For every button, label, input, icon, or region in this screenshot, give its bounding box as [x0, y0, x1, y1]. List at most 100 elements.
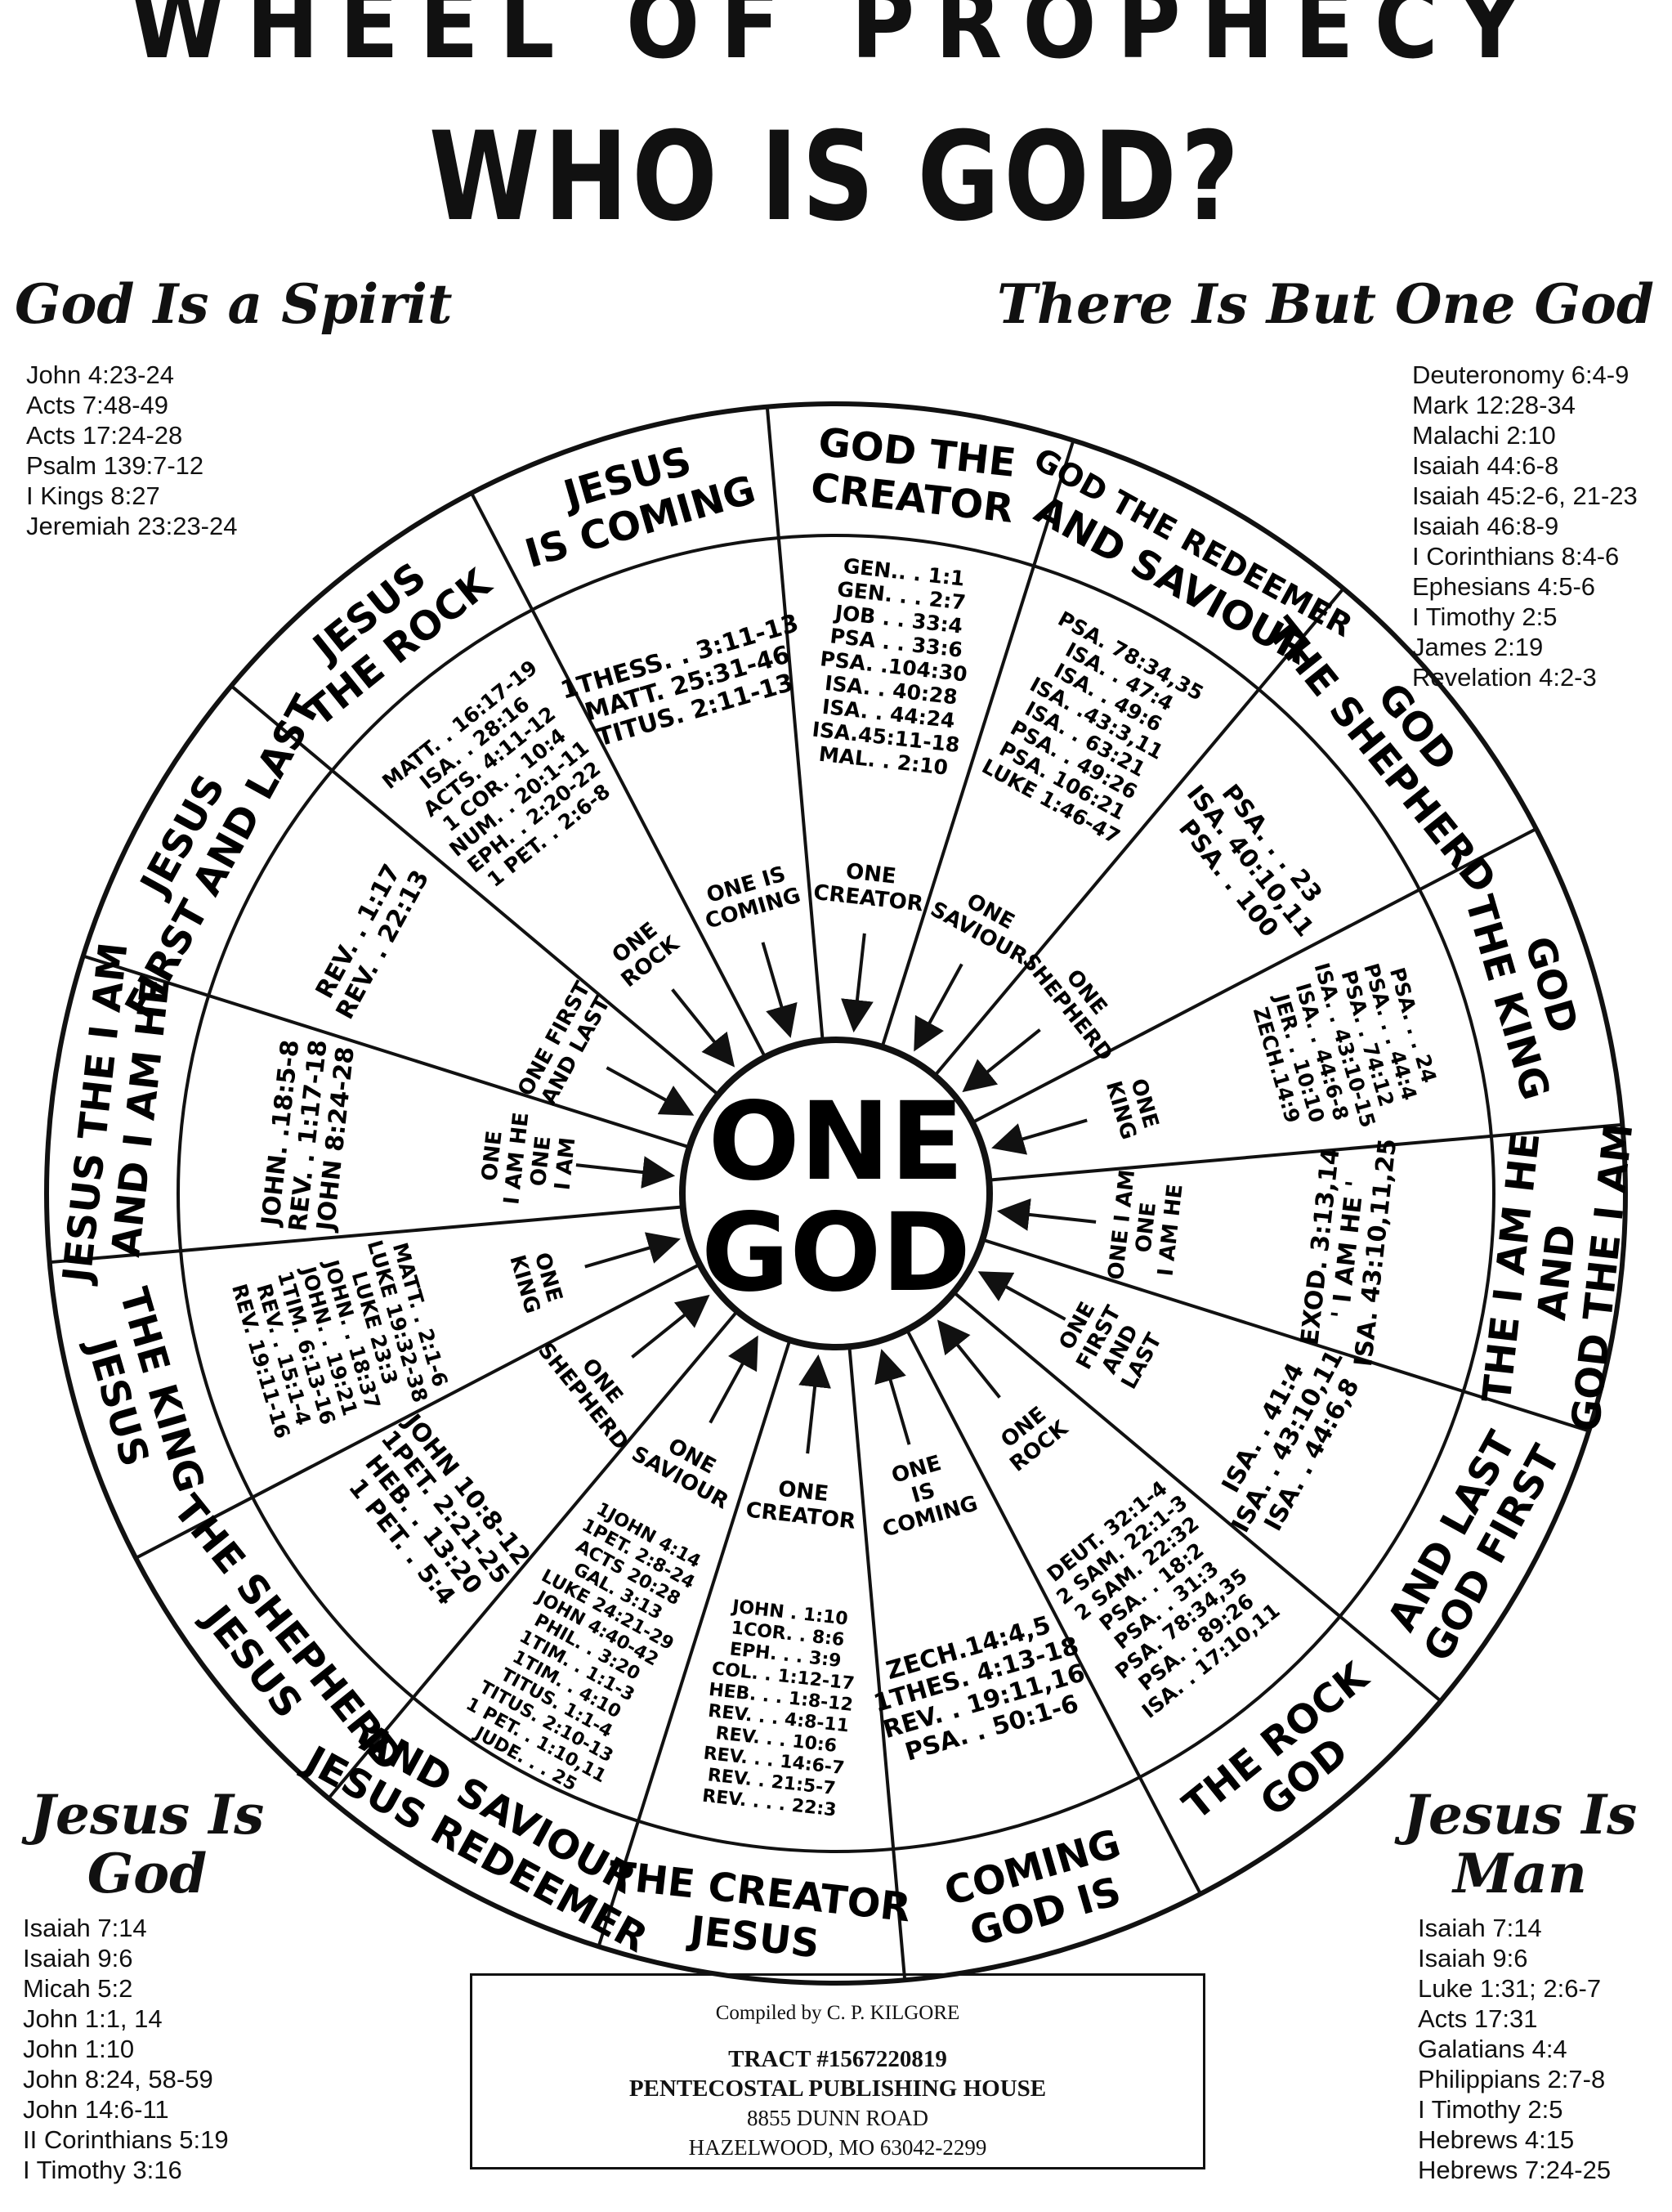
publisher-street: 8855 DUNN ROAD [747, 2106, 928, 2130]
pointer-arrow [962, 1028, 1041, 1093]
ref-item: Micah 5:2 [23, 1974, 133, 2003]
segment-divider [470, 492, 767, 1059]
ref-item: Isaiah 9:6 [23, 1944, 133, 1972]
ref-item: Luke 1:31; 2:6-7 [1418, 1974, 1602, 2003]
pointer-label-line: ONE [477, 1130, 507, 1183]
wheel-structure [44, 401, 1628, 1986]
segment-divider [49, 1205, 683, 1265]
pointer-arrow [996, 1198, 1097, 1231]
inner-ring [177, 534, 1495, 1853]
ref-item: Malachi 2:10 [1412, 421, 1556, 450]
pointer-label-line: ONE [845, 859, 898, 889]
corner-refs-bottom-left: Isaiah 7:14 Isaiah 9:6 Micah 5:2 John 1:… [23, 1913, 229, 2185]
ref-item: I Timothy 3:16 [23, 2156, 182, 2184]
segment-divider [981, 1238, 1589, 1433]
ref-item: Mark 12:28-34 [1412, 391, 1576, 419]
pointer-arrow [874, 1349, 911, 1445]
pointer-arrow [761, 942, 798, 1038]
segment-divider [971, 827, 1537, 1124]
pointer-label-line: CREATOR [812, 880, 924, 917]
segment-divider [765, 406, 825, 1041]
pointer-arrow [914, 963, 963, 1052]
compiled-by: Compiled by C. P. KILGORE [715, 2002, 960, 2024]
ref-item: Jeremiah 23:23-24 [26, 512, 238, 540]
ref-item: Psalm 139:7-12 [26, 451, 204, 480]
segment-divider [880, 440, 1075, 1048]
pointer-arrow [671, 988, 735, 1068]
ref-item: Isaiah 44:6-8 [1412, 451, 1559, 480]
ref-item: Acts 17:24-28 [26, 421, 183, 450]
tract-number: TRACT #1567220819 [728, 2046, 947, 2072]
ref-item: James 2:19 [1412, 633, 1544, 661]
pointer-arrow [584, 1232, 681, 1269]
pointer-label-line: I AM HE [1153, 1183, 1187, 1278]
hub-text-one: ONE [709, 1079, 964, 1205]
ref-item: Isaiah 46:8-9 [1412, 512, 1559, 540]
pointer-arrow [631, 1294, 710, 1359]
segment-divider [135, 1263, 701, 1560]
segment-divider [952, 1291, 1442, 1703]
corner-heading-line: Man [1453, 1842, 1587, 1905]
credit-box: Compiled by C. P. KILGORE TRACT #1567220… [470, 1973, 1205, 2169]
ref-item: John 4:23-24 [26, 360, 174, 389]
ref-item: John 1:1, 14 [23, 2004, 163, 2033]
pointer-label-line: ONE [777, 1477, 830, 1507]
ref-item: John 14:6-11 [23, 2095, 169, 2124]
outer-ring [44, 401, 1628, 1986]
segment-divider [230, 684, 720, 1096]
segment-divider [847, 1346, 907, 1981]
ref-item: Ephesians 4:5-6 [1412, 572, 1596, 601]
segment-divider [989, 1122, 1623, 1182]
corner-heading-one-god: There Is But One God [996, 272, 1654, 336]
segment-divider [327, 1310, 739, 1800]
ref-item: John 8:24, 58-59 [23, 2065, 213, 2093]
pointer-label-line: ONE [1131, 1201, 1161, 1254]
pointer-label-line: ONE [526, 1135, 557, 1188]
pointer-arrow [937, 1319, 1001, 1399]
ref-item: Acts 17:31 [1418, 2004, 1538, 2033]
pointer-arrow [575, 1156, 676, 1189]
hub-text-god: GOD [701, 1190, 971, 1316]
pointer-arrow [606, 1066, 695, 1116]
corner-heading-god-is-spirit: God Is a Spirit [15, 272, 453, 336]
main-subtitle: WHO IS GOD? [428, 106, 1244, 249]
segment-divider [83, 954, 691, 1149]
ref-item: Philippians 2:7-8 [1418, 2065, 1606, 2093]
ref-item: I Timothy 2:5 [1412, 602, 1558, 631]
segment-divider [933, 587, 1345, 1077]
segment-divider [597, 1339, 792, 1947]
ref-item: John 1:10 [23, 2035, 135, 2063]
ref-item: Deuteronomy 6:4-9 [1412, 360, 1630, 389]
ref-item: Galatians 4:4 [1418, 2035, 1567, 2063]
corner-heading-jesus-is-god: Jesus Is God [25, 1785, 270, 1903]
corner-heading-line: God [87, 1842, 208, 1905]
ref-item: Hebrews 7:24-25 [1418, 2156, 1612, 2184]
ref-item: I Corinthians 8:4-6 [1412, 542, 1620, 571]
ref-item: Isaiah 7:14 [1418, 1914, 1542, 1942]
ref-item: Isaiah 9:6 [1418, 1944, 1528, 1972]
